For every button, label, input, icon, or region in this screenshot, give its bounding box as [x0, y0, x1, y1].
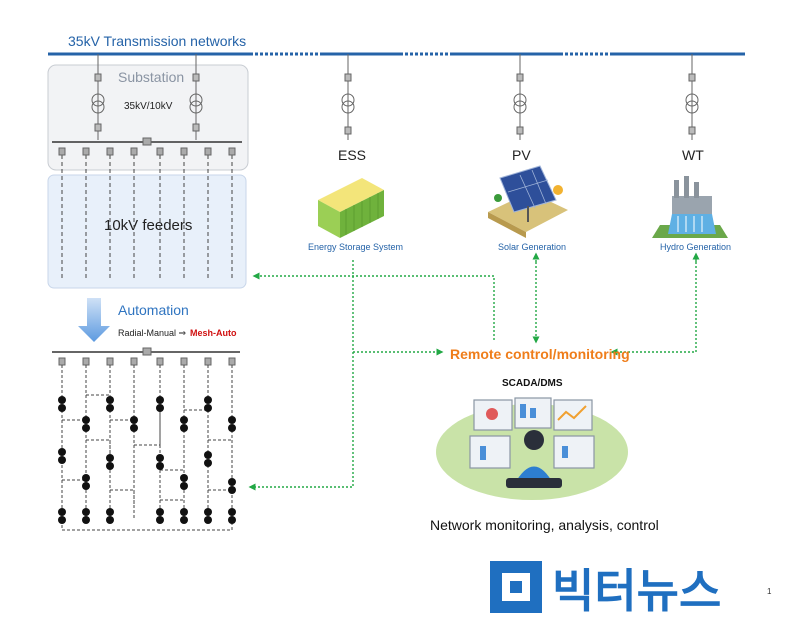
wt-caption: Hydro Generation — [660, 242, 731, 252]
pv-label: PV — [512, 147, 531, 163]
battery-storage-icon — [318, 178, 384, 238]
ess-label: ESS — [338, 147, 366, 163]
substation-transformer-right — [189, 54, 203, 140]
feeders-box — [47, 174, 247, 289]
substation-ratio: 35kV/10kV — [124, 101, 173, 112]
logo-text: 빅터뉴스 — [552, 564, 721, 618]
substation-transformer-left — [91, 54, 105, 140]
page-number: 1 — [767, 587, 772, 596]
feeder-breakers — [58, 147, 236, 156]
substation-title: Substation — [118, 69, 184, 85]
automation-radial: Radial-Manual ⇒ — [118, 328, 187, 338]
network-label: Network monitoring, analysis, control — [430, 517, 659, 533]
pv-transformer — [513, 54, 527, 140]
bigtenews-logo: 빅터뉴스 — [490, 561, 721, 618]
hydro-plant-icon — [652, 176, 728, 238]
feeders-label: 10kV feeders — [104, 217, 192, 234]
wt-transformer — [685, 54, 699, 140]
bus-coupler — [142, 137, 152, 146]
remote-label: Remote control/monitoring — [450, 346, 630, 362]
scada-label: SCADA/DMS — [502, 378, 563, 389]
automation-arrow-icon — [78, 298, 110, 342]
solar-panel-icon — [488, 165, 568, 238]
control-room-icon — [436, 397, 628, 500]
pv-caption: Solar Generation — [498, 242, 566, 252]
wt-label: WT — [682, 147, 704, 163]
automation-title: Automation — [118, 302, 189, 318]
automation-mesh: Mesh-Auto — [190, 328, 237, 338]
bus-label: 35kV Transmission networks — [68, 33, 246, 49]
mesh-network — [52, 347, 240, 531]
ess-caption: Energy Storage System — [308, 242, 403, 252]
ess-transformer — [341, 54, 355, 140]
communication-links — [248, 252, 700, 491]
